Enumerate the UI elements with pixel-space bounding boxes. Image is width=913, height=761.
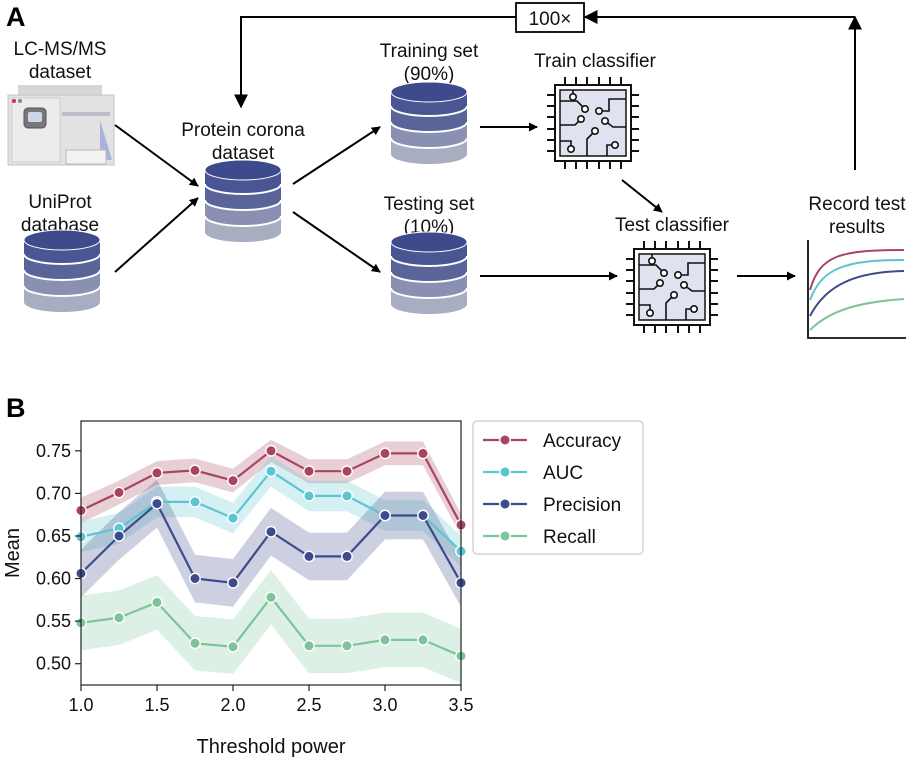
testing-set-database-icon <box>390 231 468 315</box>
flow-arrows <box>114 122 796 281</box>
data-point-precision <box>379 509 391 522</box>
y-tick-label: 0.55 <box>36 611 71 631</box>
uniprot-label-line1: UniProt <box>28 192 92 213</box>
y-tick-label: 0.60 <box>36 569 71 589</box>
loop-count-box <box>515 2 585 33</box>
data-point-accuracy <box>303 465 315 478</box>
data-point-precision <box>341 550 353 563</box>
legend-marker-recall <box>499 530 511 542</box>
y-tick-label: 0.65 <box>36 526 71 546</box>
data-point-auc <box>189 495 201 508</box>
x-tick-label: 1.5 <box>144 695 169 715</box>
data-point-precision <box>151 497 163 510</box>
chart: 1.0 1.5 2.0 2.5 3.0 3.5 0.50 0.55 0.60 0.65 0.70 0.… <box>2 420 644 758</box>
test-classifier-chip-icon <box>625 240 719 334</box>
data-point-accuracy <box>379 447 391 460</box>
y-axis-label: Mean <box>2 528 24 578</box>
data-point-auc <box>341 489 353 502</box>
corona-label-line2: dataset <box>212 143 275 164</box>
test-classifier-label: Test classifier <box>615 215 730 236</box>
legend-marker-auc <box>499 466 511 478</box>
data-point-recall <box>303 639 315 652</box>
training-label-line2: (90%) <box>404 64 455 85</box>
loop-count: 100× <box>529 9 572 30</box>
training-set-database-icon <box>390 81 468 165</box>
data-point-accuracy <box>341 465 353 478</box>
data-point-recall <box>265 591 277 604</box>
data-point-recall <box>417 634 429 646</box>
lcms-label-line2: dataset <box>29 62 92 83</box>
data-point-accuracy <box>265 444 277 457</box>
legend-box <box>472 420 644 555</box>
mass-spectrometer-icon <box>7 85 115 166</box>
data-point-recall <box>189 637 201 650</box>
x-tick-label: 2.0 <box>220 695 245 715</box>
data-point-precision <box>227 576 239 589</box>
data-point-recall <box>341 639 353 652</box>
training-label-line1: Training set <box>380 41 479 62</box>
data-point-recall <box>227 640 239 653</box>
testing-label-line1: Testing set <box>384 194 476 215</box>
legend-label-recall: Recall <box>543 527 596 548</box>
plot-frame <box>80 420 462 686</box>
y-tick-label: 0.50 <box>36 654 71 674</box>
data-point-precision <box>417 509 429 522</box>
data-point-accuracy <box>113 486 125 499</box>
legend-label-precision: Precision <box>543 495 621 516</box>
data-point-accuracy <box>151 466 163 479</box>
data-point-recall <box>113 611 125 624</box>
data-point-auc <box>227 512 239 524</box>
x-tick-label: 1.0 <box>68 695 93 715</box>
data-point-auc <box>303 489 315 502</box>
x-axis-label: Threshold power <box>197 736 346 758</box>
confidence-band-accuracy <box>81 439 461 536</box>
data-point-precision <box>113 530 125 542</box>
data-point-recall <box>379 634 391 646</box>
data-point-auc <box>265 465 277 478</box>
protein-corona-database-icon <box>204 159 282 243</box>
lcms-label-line1: LC-MS/MS <box>14 39 107 60</box>
uniprot-database-icon <box>23 229 101 313</box>
data-point-recall <box>151 596 163 609</box>
legend-label-accuracy: Accuracy <box>543 431 622 452</box>
train-classifier-chip-icon <box>546 76 640 170</box>
record-label-line2: results <box>829 217 885 238</box>
corona-label-line1: Protein corona <box>181 120 305 141</box>
y-tick-label: 0.75 <box>36 441 71 461</box>
record-label-line1: Record test <box>808 194 906 215</box>
legend-marker-accuracy <box>499 434 511 446</box>
data-point-accuracy <box>227 474 239 487</box>
legend-marker-precision <box>499 498 511 510</box>
data-point-precision <box>189 572 201 585</box>
train-classifier-label: Train classifier <box>534 51 656 72</box>
loop-arrow <box>234 10 862 170</box>
x-tick-label: 2.5 <box>296 695 321 715</box>
x-tick-label: 3.5 <box>448 695 473 715</box>
data-point-accuracy <box>417 447 429 460</box>
data-point-accuracy <box>189 464 201 477</box>
legend-label-auc: AUC <box>543 463 583 484</box>
panel-b-label: B <box>6 393 26 423</box>
x-tick-label: 3.0 <box>372 695 397 715</box>
data-point-precision <box>265 525 277 538</box>
panel-a-label: A <box>6 2 26 32</box>
y-tick-label: 0.70 <box>36 483 71 503</box>
data-point-precision <box>303 550 315 563</box>
results-plot-icon <box>802 236 907 342</box>
confidence-band-recall <box>81 570 461 684</box>
confidence-band-precision <box>81 479 461 607</box>
